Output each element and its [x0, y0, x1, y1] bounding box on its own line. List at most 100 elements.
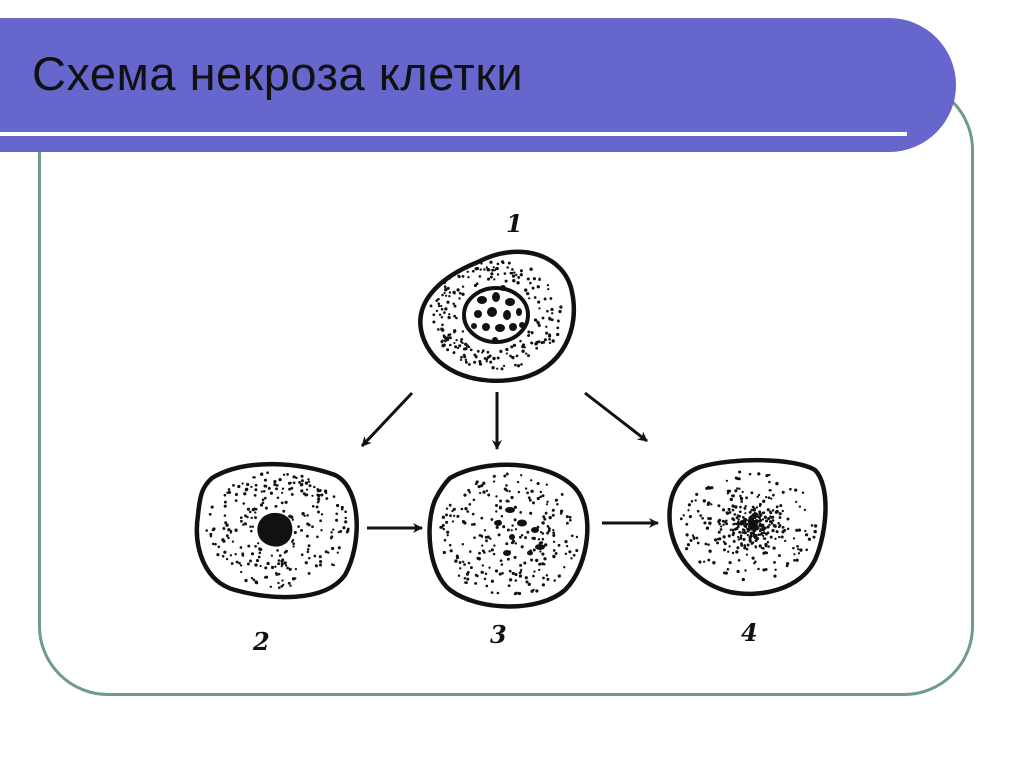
stipple-dot [763, 515, 768, 519]
cell-1 [418, 249, 577, 383]
stipple-dot [541, 537, 545, 541]
stipple-dot [446, 530, 450, 534]
stipple-dot [495, 510, 498, 513]
stipple-dot [518, 574, 523, 578]
stipple-dot [539, 541, 543, 545]
stipple-dot [539, 550, 542, 553]
stipple-dot [550, 318, 554, 322]
stipple-dot [740, 534, 743, 538]
stipple-dot [442, 281, 446, 285]
stipple-dot [505, 352, 508, 355]
stipple-dot [536, 321, 540, 325]
stipple-dot [464, 347, 468, 351]
chromatin-clump [495, 324, 505, 332]
stipple-dot [797, 552, 801, 555]
stipple-dot [449, 514, 452, 518]
stipple-dot [513, 271, 516, 274]
stipple-dot [440, 315, 444, 319]
stipple-dot [778, 516, 782, 519]
stipple-dot [513, 505, 518, 509]
stipple-dot [514, 363, 517, 367]
stipple-dot [547, 287, 550, 291]
stipple-dot [685, 547, 689, 551]
stipple-dot [559, 305, 563, 309]
stipple-dot [442, 343, 446, 347]
stipple-dot [452, 290, 456, 295]
stipple-dot [485, 360, 488, 363]
stipple-dot [530, 331, 534, 335]
stipple-dot [478, 551, 481, 555]
stipple-dot [725, 511, 729, 514]
stipple-dot [557, 543, 561, 547]
stipple-dot [708, 521, 712, 525]
stipple-dot [476, 574, 479, 578]
stipple-dot [520, 545, 524, 549]
stipple-dot [254, 544, 257, 548]
slide-title: Схема некроза клетки [32, 47, 524, 100]
stipple-dot [765, 495, 768, 499]
stipple-dot [490, 548, 494, 552]
stipple-dot [758, 516, 761, 520]
stipple-dot [556, 326, 560, 330]
stipple-dot [530, 341, 534, 345]
stipple-dot [736, 487, 739, 490]
chromatin-clump [519, 322, 525, 328]
stipple-dot [453, 314, 456, 318]
stipple-dot [263, 576, 267, 579]
stipple-dot [478, 534, 482, 537]
stipple-dot [525, 352, 528, 355]
stipple-dot [503, 272, 507, 275]
stipple-dot [468, 502, 472, 506]
stipple-dot [293, 476, 297, 479]
stipple-dot [718, 518, 722, 522]
stipple-dot [500, 515, 504, 518]
stipple-dot [501, 571, 504, 575]
stipple-dot [278, 477, 282, 482]
stipple-dot [737, 535, 740, 539]
stipple-dot [792, 546, 795, 550]
stipple-dot [489, 537, 492, 540]
stipple-dot [762, 568, 766, 572]
stipple-dot [292, 481, 296, 485]
stipple-dot [490, 579, 495, 583]
stipple-dot [537, 323, 541, 328]
stipple-dot [489, 360, 493, 364]
stipple-dot [458, 344, 462, 348]
cell-4-label: 4 [741, 618, 758, 647]
stipple-dot [778, 512, 782, 516]
stipple-dot [735, 526, 739, 530]
stipple-dot [736, 546, 740, 550]
stipple-dot [520, 363, 523, 366]
stipple-dot [810, 524, 814, 527]
stipple-dot [486, 267, 490, 272]
stipple-dot [457, 574, 461, 577]
stipple-dot [563, 566, 566, 569]
stipple-dot [548, 341, 552, 345]
stipple-dot [456, 514, 460, 518]
stipple-dot [305, 493, 309, 497]
stipple-dot [766, 508, 770, 512]
stipple-dot [475, 480, 479, 484]
stipple-dot [337, 530, 340, 534]
stipple-dot [300, 553, 304, 557]
stipple-dot [741, 577, 745, 582]
stipple-dot [277, 581, 280, 585]
stipple-dot [269, 491, 274, 495]
stipple-dot [751, 505, 755, 509]
stipple-dot [535, 346, 539, 350]
stipple-dot [728, 545, 731, 548]
stipple-dot [293, 530, 297, 535]
stipple-dot [529, 511, 533, 515]
stipple-dot [485, 489, 489, 493]
stipple-dot [546, 500, 549, 503]
stipple-dot [718, 522, 721, 526]
stipple-dot [344, 520, 348, 524]
stipple-dot [266, 561, 270, 566]
stipple-dot [737, 520, 740, 523]
stipple-dot [311, 505, 315, 508]
stipple-dot [212, 527, 216, 531]
stipple-dot [556, 319, 560, 323]
stipple-dot [759, 513, 763, 517]
stipple-dot [483, 577, 487, 581]
stipple-dot [442, 335, 447, 339]
